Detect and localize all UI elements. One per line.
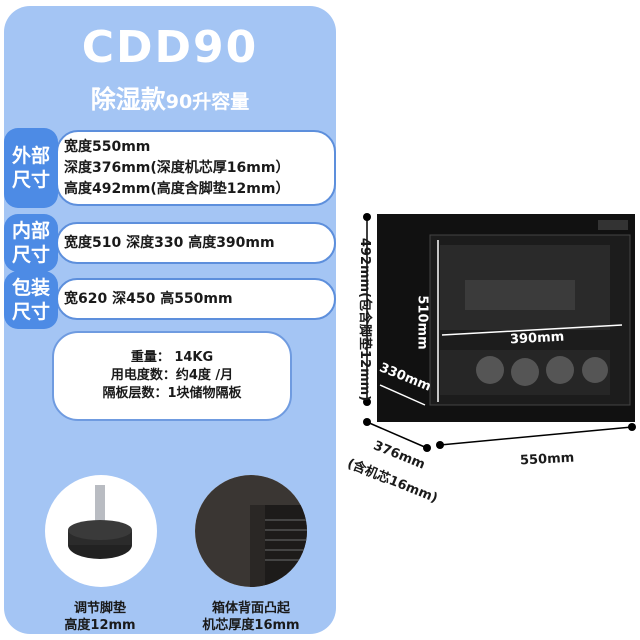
outer-height-label: 492mm(包含脚垫12mm) xyxy=(357,237,373,402)
inner-size-tag: 内部尺寸 xyxy=(4,214,58,272)
model-title: CDD90 xyxy=(81,22,259,73)
tag-line: 包装 xyxy=(11,277,50,299)
tag-line: 内部 xyxy=(11,220,50,242)
foot-pad-caption: 调节脚垫高度12mm xyxy=(30,600,170,634)
back-panel-image xyxy=(195,475,307,587)
outer-width-label: 550mm xyxy=(519,450,575,469)
foot-pad-icon xyxy=(68,485,132,559)
back-panel-icon xyxy=(195,475,307,587)
inner-size-values: 宽度510 深度330 高度390mm xyxy=(56,222,336,264)
back-panel-caption: 箱体背面凸起机芯厚度16mm xyxy=(181,600,321,634)
tag-line: 尺寸 xyxy=(11,301,50,323)
subtitle-capacity: 90升容量 xyxy=(165,91,250,113)
tag-line: 尺寸 xyxy=(11,169,50,191)
caption-line: 调节脚垫 xyxy=(73,601,126,616)
power-usage: 用电度数：约4度 /月 xyxy=(110,368,234,383)
caption-line: 高度12mm xyxy=(64,618,136,633)
spec-line: 宽620 深450 高550mm xyxy=(64,290,233,307)
outer-size-tag: 外部尺寸 xyxy=(4,128,58,208)
cabinet-illustration xyxy=(363,213,636,452)
model-subtitle: 除湿款90升容量 xyxy=(0,80,340,116)
tag-line: 尺寸 xyxy=(11,244,50,266)
shelf-count: 隔板层数：1块储物隔板 xyxy=(102,386,242,401)
spec-line: 宽度550mm xyxy=(64,138,151,155)
foot-pad-image xyxy=(45,475,157,587)
caption-line: 机芯厚度16mm xyxy=(202,618,300,633)
inner-height-label: 510mm xyxy=(414,295,430,350)
package-size-tag: 包装尺寸 xyxy=(4,271,58,329)
tag-line: 外部 xyxy=(11,145,50,167)
weight: 重量： 14KG xyxy=(130,350,214,365)
package-size-values: 宽620 深450 高550mm xyxy=(56,278,336,320)
info-box: 重量： 14KG 用电度数：约4度 /月 隔板层数：1块储物隔板 xyxy=(52,331,292,421)
spec-line: 宽度510 深度330 高度390mm xyxy=(64,234,275,251)
outer-size-values: 宽度550mm 深度376mm(深度机芯厚16mm） 高度492mm(高度含脚垫… xyxy=(56,130,336,206)
shelf-width-label: 390mm xyxy=(509,329,565,348)
spec-line: 深度376mm(深度机芯厚16mm） xyxy=(64,159,290,176)
spec-line: 高度492mm(高度含脚垫12mm） xyxy=(64,180,290,197)
subtitle-main: 除湿款 xyxy=(90,85,166,114)
caption-line: 箱体背面凸起 xyxy=(211,601,290,616)
